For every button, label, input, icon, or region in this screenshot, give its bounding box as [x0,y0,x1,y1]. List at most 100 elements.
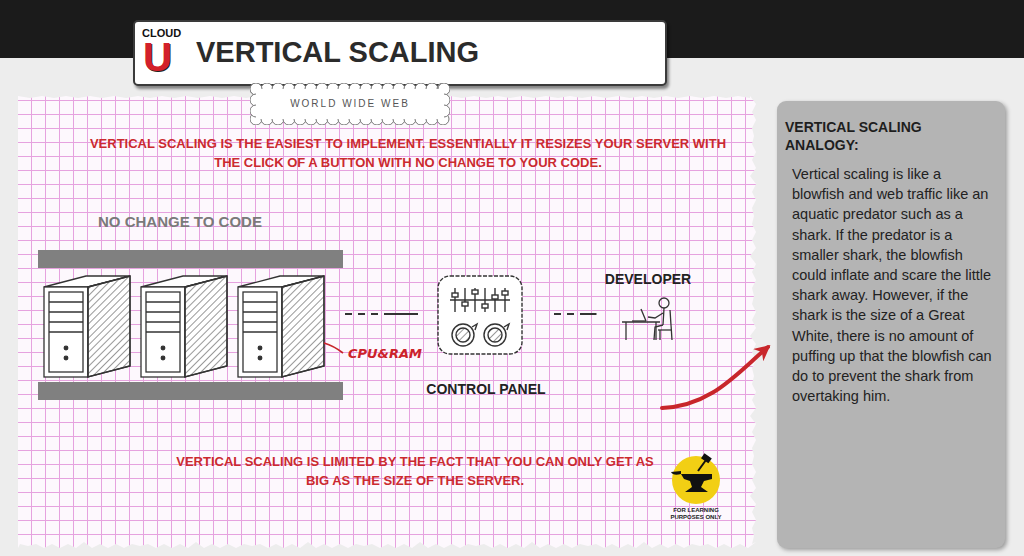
server-symbol [258,356,262,360]
server-symbol [44,276,130,377]
developer-symbol [622,298,672,340]
control-panel-symbol [504,324,509,330]
control-panel-symbol [462,302,468,306]
statement-holder: VERTICAL SCALING IS THE EASIEST TO IMPLE… [76,134,740,172]
analogy-panel: VERTICAL SCALING ANALOGY: Vertical scalin… [777,101,1005,548]
server-symbol [243,292,277,372]
developer-symbol [663,308,664,325]
pointer-arrow [662,347,768,408]
server-symbol [146,301,180,302]
anvil-badge [671,453,720,504]
server-symbol [141,287,185,377]
control-panel-symbol [452,293,458,297]
tag-text: WORLD WIDE WEB [250,83,450,125]
title-text: VERTICAL SCALING [196,29,479,75]
developer-symbol [655,322,656,340]
group-heading: NO CHANGE TO CODE [98,212,262,232]
server-symbol [161,346,165,350]
server-group: NO CHANGE TO CODE [38,208,343,402]
panel-heading: VERTICAL SCALING ANALOGY: [785,118,997,154]
developer-symbol [648,313,663,318]
server-rack-bars [38,250,343,400]
node-label: DEVELOPER [605,270,691,288]
server-symbol [88,276,130,377]
control-panel-symbol [472,290,478,294]
anvil-badge [672,456,720,504]
badge-caption-holder: FOR LEARNING PURPOSES ONLY [668,507,724,521]
developer-station: DEVELOPER [599,270,698,346]
callout-label-holder: CPU&RAM [348,346,422,362]
heading-holder: NO CHANGE TO CODE [98,212,262,232]
server-symbol [243,321,277,322]
control-panel-symbol [452,324,474,346]
control-panel-symbol [438,276,522,354]
developer-symbol [659,298,669,308]
control-panel-symbol [494,288,495,312]
control-panel-symbol [450,299,510,300]
server-symbol [141,276,227,377]
logo-letter: U [143,37,172,77]
developer-symbol [654,325,663,340]
server-symbol [243,311,277,312]
server-symbol [88,276,130,377]
control-panel-symbol [464,288,465,312]
control-panel-symbol [438,276,522,354]
server-symbol [64,346,68,350]
developer-symbol [641,309,646,321]
server-symbol [49,292,83,372]
control-panel-symbol [456,328,470,342]
server-symbol [243,331,277,332]
server-symbol [44,287,88,377]
badge-caption: FOR LEARNING PURPOSES ONLY [668,507,724,521]
control-panel-symbol [454,288,455,312]
callout-label: CPU&RAM [348,346,422,362]
anvil-badge [701,453,712,463]
server-symbol [238,276,324,377]
control-panel-symbol [502,291,508,295]
server-symbol [64,356,68,360]
server-symbol [146,292,180,372]
server-symbol [185,276,227,377]
control-panel: CONTROL PANEL [420,272,552,402]
server-rack-bars [38,250,343,268]
server-symbol [258,346,262,350]
developer-symbol [659,330,660,340]
developer-symbol [632,320,646,321]
control-panel-symbol [488,328,502,342]
leader-line [324,343,343,353]
server-symbol [282,276,324,377]
statement-text: VERTICAL SCALING IS LIMITED BY THE FACT … [175,452,655,490]
anvil-badge [698,460,706,471]
server-symbol [243,301,277,302]
server-symbol [185,276,227,377]
developer-symbol [625,322,626,340]
server-rack-bars [38,382,343,400]
statement-holder: VERTICAL SCALING IS LIMITED BY THE FACT … [175,452,655,490]
server-symbol [146,311,180,312]
server-symbol [282,276,324,377]
server-symbol [49,331,83,332]
server-symbol [49,311,83,312]
logo-letter-holder: U [143,37,172,77]
grid-paper: VERTICAL SCALING IS THE EASIEST TO IMPLE… [18,96,756,548]
statement-text: VERTICAL SCALING IS THE EASIEST TO IMPLE… [76,134,740,172]
control-panel-symbol [492,295,498,299]
dashed-connector [554,313,597,315]
cloud-tag: WORLD WIDE WEB [250,83,450,125]
anvil-badge [681,474,712,492]
developer-symbol [622,321,660,322]
server-symbol [49,301,83,302]
server-symbol [238,287,282,377]
server-symbol [146,321,180,322]
developer-symbol [670,310,672,340]
server-symbol [161,356,165,360]
node-label: CONTROL PANEL [426,380,545,398]
server-symbol [49,321,83,322]
panel-body: Vertical scaling is like a blowfish and … [785,164,997,406]
dashed-connector [345,313,418,315]
control-panel-symbol [484,324,506,346]
anvil-badge [671,471,681,475]
server-symbol [146,331,180,332]
control-panel-symbol [482,304,488,308]
